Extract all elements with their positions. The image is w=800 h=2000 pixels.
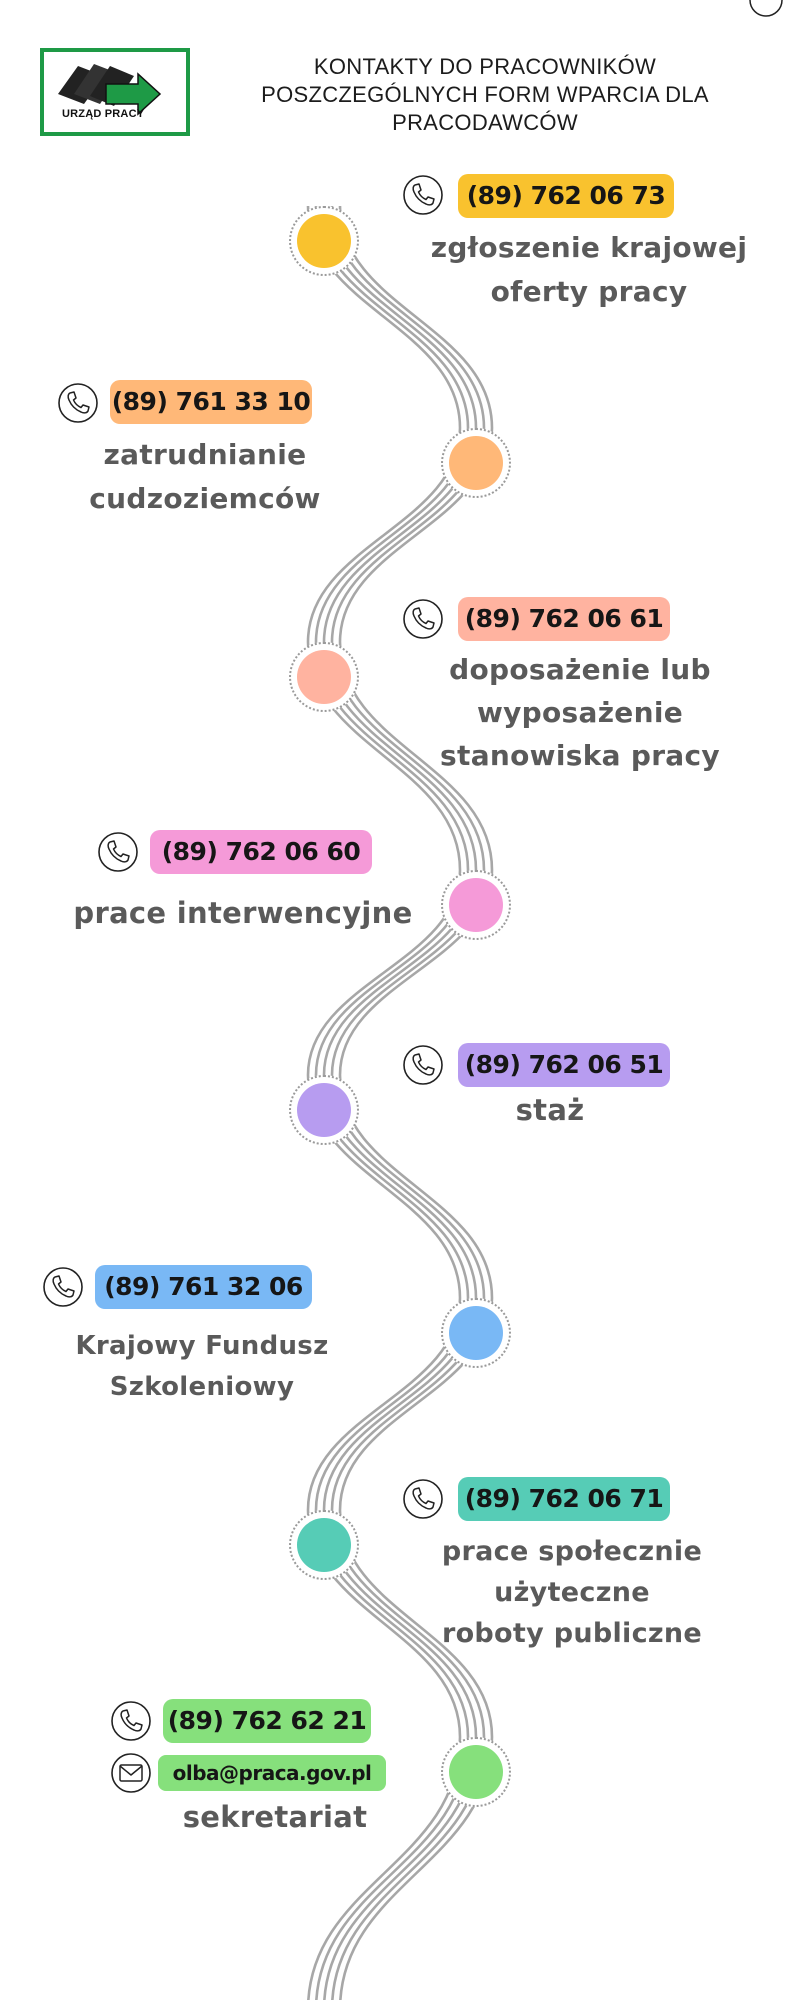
contact-label: sekretariat	[182, 1800, 368, 1834]
mail-icon	[111, 1753, 151, 1793]
phone-icon	[58, 383, 98, 423]
email-badge[interactable]: olba@praca.gov.pl	[158, 1755, 386, 1791]
step-marker	[441, 428, 511, 498]
logo: URZĄD PRACY	[40, 48, 190, 136]
contact-label: staż	[515, 1093, 585, 1127]
step-marker	[289, 642, 359, 712]
logo-graphic	[58, 64, 162, 116]
phone-number-badge[interactable]: (89) 762 06 71	[458, 1477, 670, 1521]
phone-icon	[111, 1701, 151, 1741]
step-marker-fill	[449, 436, 503, 490]
step-marker-fill	[449, 878, 503, 932]
step-marker	[441, 1298, 511, 1368]
phone-number-badge[interactable]: (89) 762 62 21	[163, 1699, 371, 1743]
phone-number-badge[interactable]: (89) 762 06 60	[150, 830, 372, 874]
phone-icon	[403, 1479, 443, 1519]
road-line	[338, 205, 494, 2000]
phone-icon	[403, 1045, 443, 1085]
contact-label: prace interwencyjne	[73, 896, 413, 930]
phone-number-badge[interactable]: (89) 761 33 10	[110, 380, 312, 424]
phone-number-badge[interactable]: (89) 762 06 51	[458, 1043, 670, 1087]
phone-icon	[403, 599, 443, 639]
phone-icon	[98, 832, 138, 872]
step-marker	[289, 206, 359, 276]
phone-number-badge[interactable]: (89) 761 32 06	[95, 1265, 312, 1309]
page-title: KONTAKTY DO PRACOWNIKÓW POSZCZEGÓLNYCH F…	[261, 54, 709, 135]
step-marker-fill	[297, 214, 351, 268]
phone-icon	[403, 175, 443, 215]
step-marker	[441, 870, 511, 940]
step-marker-fill	[297, 1518, 351, 1572]
phone-number-badge[interactable]: (89) 762 06 73	[458, 174, 674, 218]
logo-text: URZĄD PRACY	[62, 108, 145, 120]
phone-icon	[749, 0, 783, 17]
step-marker-fill	[449, 1306, 503, 1360]
road-line	[306, 205, 462, 2000]
step-marker	[289, 1510, 359, 1580]
phone-icon	[43, 1267, 83, 1307]
step-marker-fill	[449, 1745, 503, 1799]
step-marker-fill	[297, 650, 351, 704]
step-marker	[441, 1737, 511, 1807]
step-marker-fill	[297, 1083, 351, 1137]
phone-number-badge[interactable]: (89) 762 06 61	[458, 597, 670, 641]
step-marker	[289, 1075, 359, 1145]
